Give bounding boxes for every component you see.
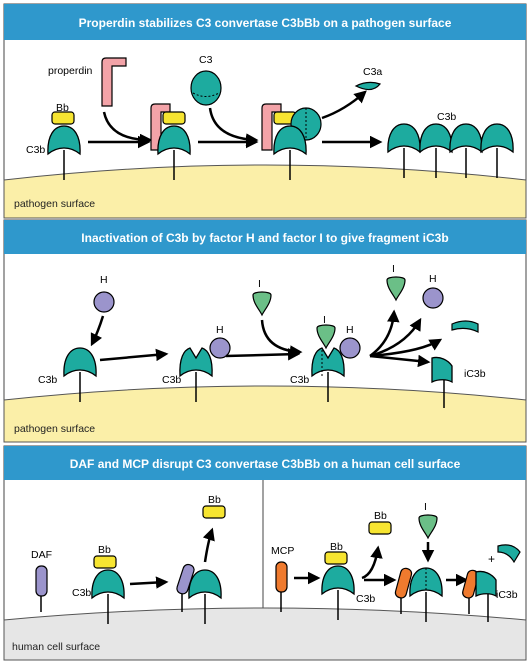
c3a-label: C3a [363, 66, 382, 78]
bb-protein [93, 555, 117, 569]
i-label: I [424, 501, 427, 513]
factor-h-protein [422, 287, 444, 309]
pathogen-surface [3, 385, 527, 443]
ic3b-label: iC3b [496, 589, 518, 601]
panel-properdin: Properdin stabilizes C3 convertase C3bBb… [3, 3, 527, 219]
h-label: H [100, 274, 108, 286]
mcp-protein [275, 561, 288, 593]
panel-header [4, 220, 526, 254]
properdin-label: properdin [48, 65, 93, 77]
bb-protein [162, 111, 186, 125]
bb-protein [324, 551, 348, 565]
arrow [361, 545, 383, 580]
panel-title: Properdin stabilizes C3 convertase C3bBb… [79, 16, 452, 30]
arrow [99, 348, 169, 362]
panel-factor-h-i: Inactivation of C3b by factor H and fact… [3, 219, 527, 443]
arrow [129, 576, 169, 589]
c3b-label: C3b [26, 144, 45, 156]
arrow [369, 354, 431, 368]
bb-label: Bb [208, 494, 221, 506]
surface-label: pathogen surface [14, 423, 95, 435]
bb-protein [368, 521, 392, 535]
daf-label: DAF [31, 549, 52, 561]
arrow [90, 315, 105, 347]
human-cell-surface [3, 607, 527, 661]
panel-daf-mcp: DAF and MCP disrupt C3 convertase C3bBb … [3, 445, 527, 661]
c3b-label: C3b [162, 374, 181, 386]
arrow [369, 309, 400, 358]
panel-title: Inactivation of C3b by factor H and fact… [81, 231, 448, 245]
i-label: I [258, 278, 261, 290]
c3b-label: C3b [290, 374, 309, 386]
c3f-fragment [497, 544, 521, 564]
c3b-label: C3b [356, 593, 375, 605]
h-label: H [429, 273, 437, 285]
pathogen-surface [3, 164, 527, 219]
arrow [369, 317, 422, 358]
mcp-label: MCP [271, 545, 294, 557]
c3-label: C3 [199, 54, 213, 66]
i-label: I [392, 263, 395, 275]
c3f-fragment [451, 320, 479, 333]
mcp-protein [394, 567, 413, 599]
bb-label: Bb [56, 102, 69, 114]
arrow [321, 90, 367, 120]
c3b-label: C3b [72, 587, 91, 599]
arrow [202, 527, 215, 563]
bb-label: Bb [374, 510, 387, 522]
daf-protein [35, 565, 48, 597]
plus-sign: + [488, 552, 495, 566]
c3-protein [190, 70, 222, 106]
panel-title: DAF and MCP disrupt C3 convertase C3bBb … [70, 457, 461, 471]
arrow [225, 348, 301, 361]
i-label: I [323, 314, 326, 326]
surface-label: human cell surface [12, 641, 100, 653]
cleavage-line [192, 92, 220, 97]
h-label: H [346, 324, 354, 336]
c3b-row-label: C3b [437, 111, 456, 123]
factor-h-protein [339, 337, 361, 359]
factor-h-protein [93, 291, 115, 313]
bb-protein [202, 505, 226, 519]
panel-header [4, 446, 526, 480]
bb-label: Bb [330, 541, 343, 553]
surface-label: pathogen surface [14, 198, 95, 210]
h-label: H [216, 324, 224, 336]
c3a-fragment [354, 81, 382, 91]
panel-header [4, 4, 526, 40]
c3b-label: C3b [38, 374, 57, 386]
bb-label: Bb [98, 544, 111, 556]
arrow [369, 338, 443, 358]
properdin-protein [101, 57, 127, 107]
ic3b-label: iC3b [464, 368, 486, 380]
